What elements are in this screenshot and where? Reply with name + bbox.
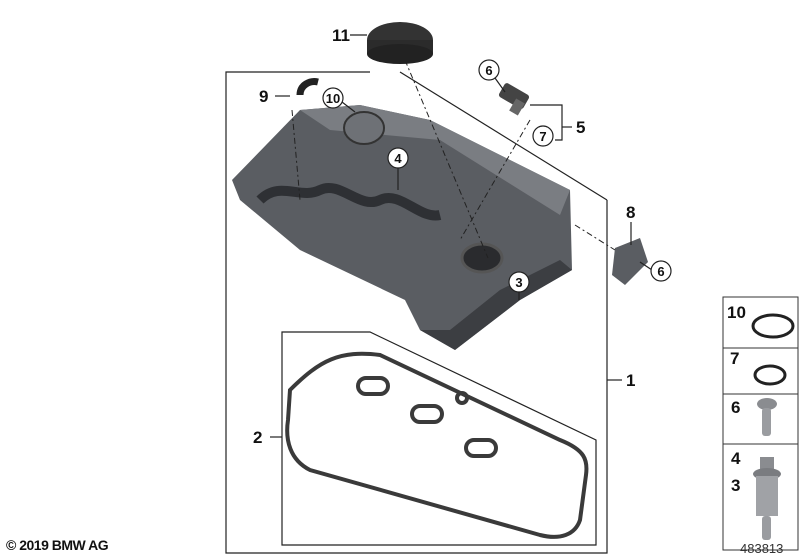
bracket[interactable] [612,238,648,285]
vent-hose[interactable] [296,78,319,96]
camshaft-sensor[interactable] [498,82,530,116]
stud-bolt-icon[interactable] [753,457,781,540]
o-ring-large-icon[interactable] [751,313,795,339]
callout-3: 3 [515,275,522,290]
callout-11: 11 [332,26,350,45]
gasket[interactable] [285,351,589,539]
gasket-frame [281,331,597,546]
callout-7: 7 [539,129,546,144]
panel-label-6: 6 [731,398,740,417]
panel-label-3: 3 [731,476,740,495]
callout-10: 10 [326,91,340,106]
cylinder-head-cover[interactable] [232,105,572,350]
side-panel [722,296,799,551]
callout-8: 8 [626,203,635,222]
image-number: 483813 [740,541,784,556]
o-ring-small-icon[interactable] [753,364,787,386]
assembly-frame [225,71,608,554]
callout-5: 5 [576,118,585,137]
copyright: © 2019 BMW AG [6,537,109,553]
assembly-frame-edge [399,71,608,201]
callout-9: 9 [259,87,268,106]
panel-label-7: 7 [730,349,739,368]
callout-2: 2 [253,428,262,447]
panel-label-10: 10 [727,303,746,322]
callout-1: 1 [626,371,635,390]
callout-6-bracket: 6 [657,264,664,279]
callout-6: 6 [485,63,492,78]
callout-4: 4 [394,151,402,166]
screw-icon[interactable] [757,398,777,436]
oil-filler-cap[interactable] [367,22,433,64]
panel-label-4: 4 [731,449,741,468]
